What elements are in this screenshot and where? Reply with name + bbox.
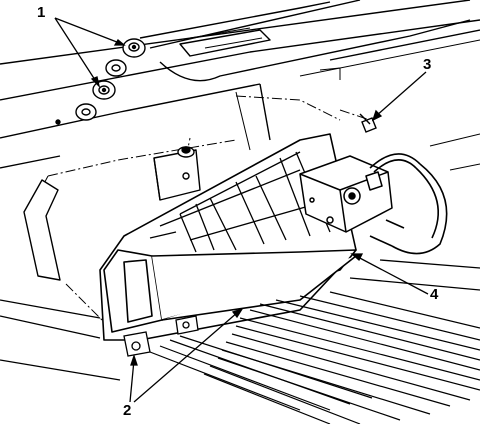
floor-edge	[0, 260, 480, 380]
motor-box	[154, 147, 200, 200]
callout-label-3: 3	[423, 56, 432, 73]
leader-lines-2	[130, 309, 242, 402]
mounting-tabs	[124, 316, 198, 356]
nut-1a	[123, 39, 145, 57]
leader-line-3	[373, 72, 426, 120]
callout-label-2: 2	[123, 402, 132, 419]
clip-hole	[76, 104, 96, 120]
callout-label-4: 4	[430, 286, 439, 303]
nut-1c	[93, 81, 115, 99]
nut-1b	[106, 60, 126, 76]
leader-line-4	[352, 254, 428, 294]
actuator-motor	[300, 156, 392, 232]
floor-grille	[150, 292, 480, 424]
blower-ring	[370, 154, 447, 254]
motor-shaft-stub	[178, 147, 194, 157]
dashboard-panel	[0, 0, 480, 170]
fastener-group-1	[56, 39, 145, 124]
screw-3	[360, 114, 376, 132]
duct-housing	[100, 134, 356, 340]
leader-lines-1	[55, 18, 124, 86]
seal-gasket	[24, 180, 60, 280]
callout-label-1: 1	[37, 4, 46, 21]
